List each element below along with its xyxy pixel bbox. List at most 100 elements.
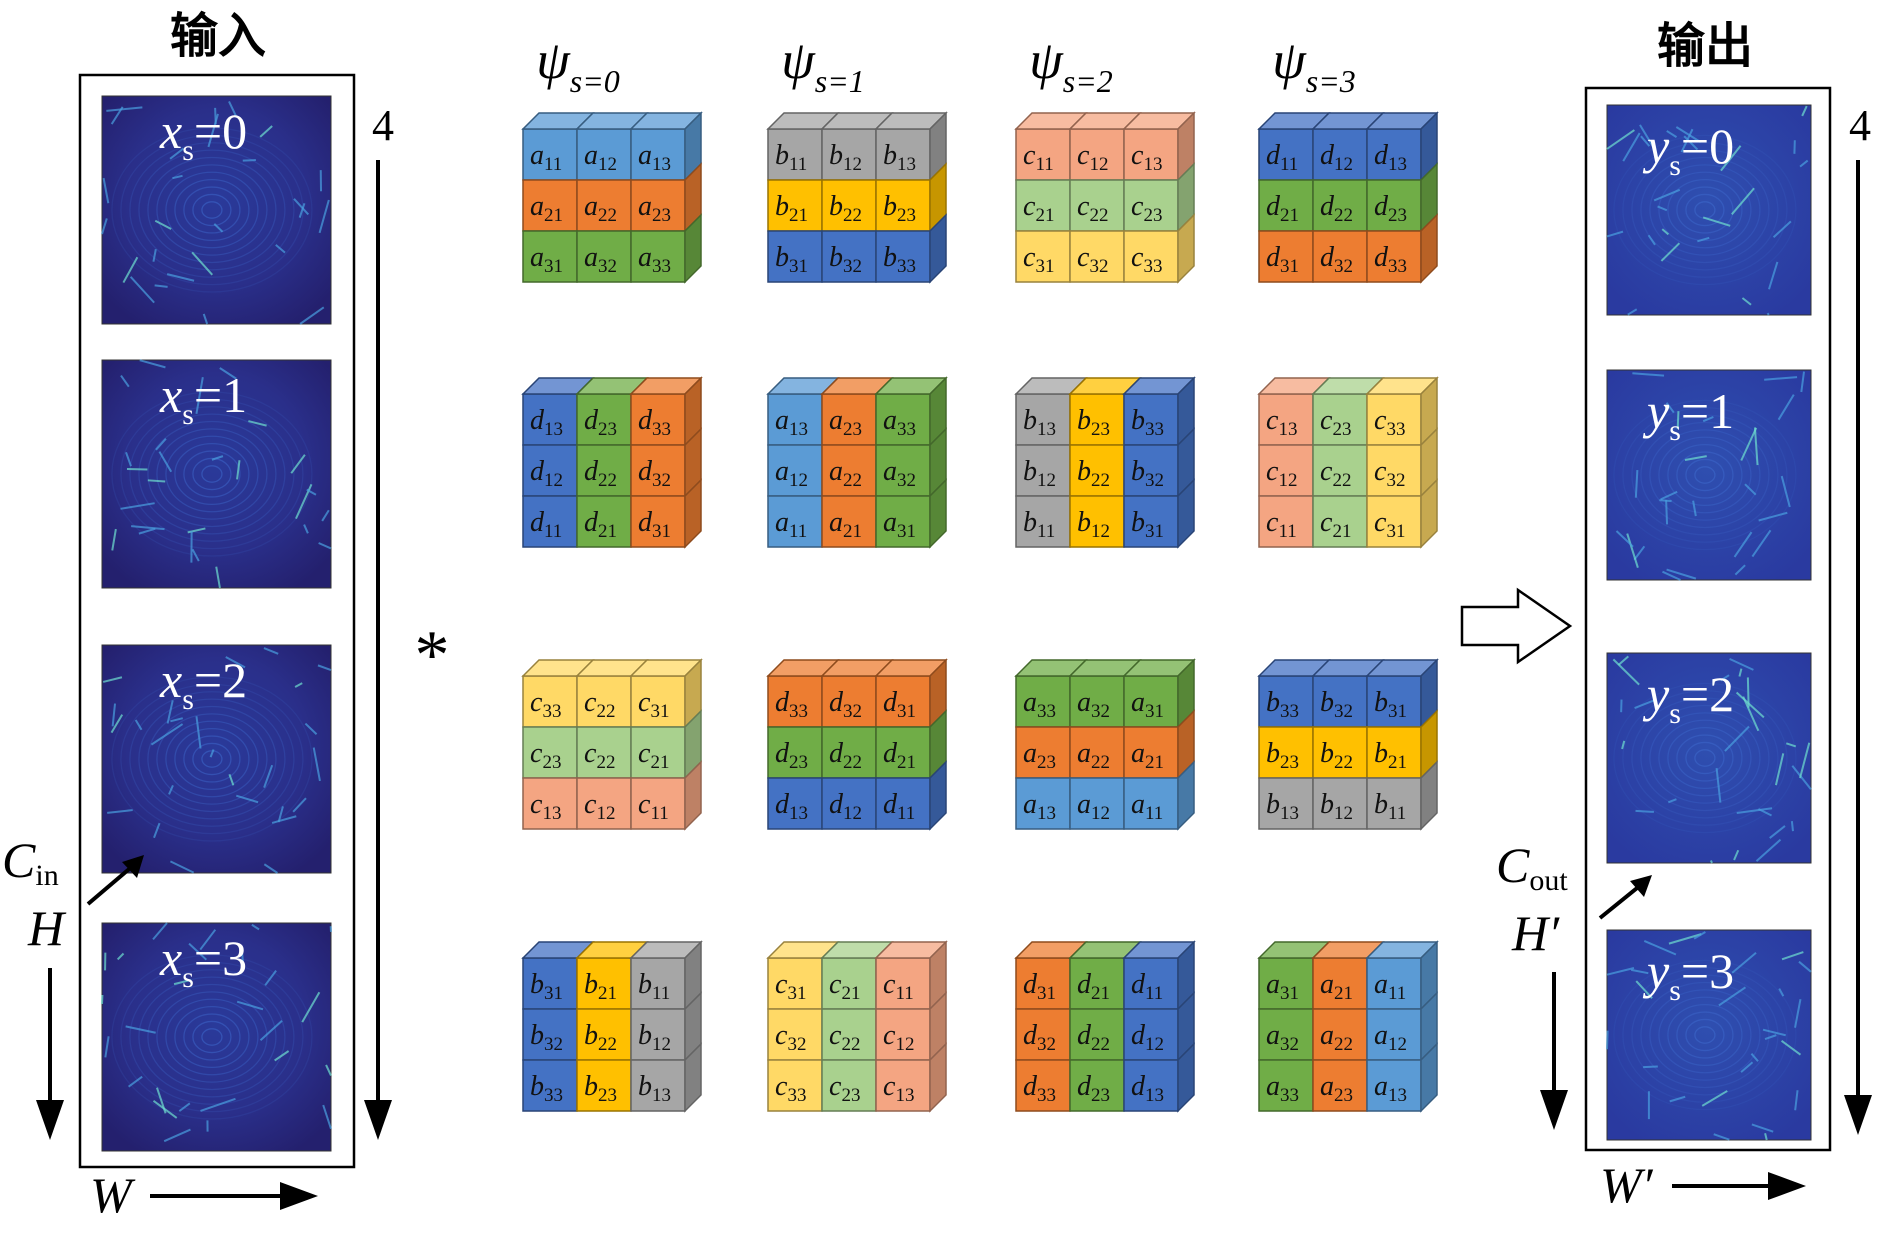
filter-cell-label: d11 (1266, 140, 1298, 175)
filter-cell (1366, 444, 1422, 497)
convolution-operator: * (415, 617, 450, 694)
feature-map-label: xs=2 (159, 652, 247, 716)
input-frame (78, 73, 356, 1169)
filter-cell-label: a11 (530, 140, 562, 175)
filter-cell (767, 1008, 823, 1061)
filter-cell-label: d22 (1320, 191, 1353, 226)
filter-cell-label: b33 (1266, 687, 1299, 722)
filter-cell (821, 726, 877, 779)
filter-cell-label: c22 (1077, 191, 1108, 226)
filter-cell-label: b32 (829, 242, 862, 277)
filter-cell-label: b23 (883, 191, 916, 226)
w-prime-arrowhead (1768, 1172, 1806, 1200)
filter-cell (576, 777, 632, 830)
cin-label: Cin (2, 832, 59, 892)
filter-cell-label: a31 (1131, 687, 1164, 722)
filter-cell (1366, 675, 1422, 728)
filter-cell-label: b21 (1374, 738, 1407, 773)
filter-cell (875, 393, 931, 446)
filter-cell-side (1420, 478, 1438, 549)
filter-cell-label: d21 (1077, 969, 1110, 1004)
filter-cell-label: d31 (638, 507, 671, 542)
filter-cell (576, 495, 632, 548)
h-prime-arrowhead (1540, 1090, 1568, 1130)
filter-cell-label: a13 (1023, 789, 1056, 824)
filter-cell-label: b31 (1131, 507, 1164, 542)
feature-map-label: xs=1 (159, 367, 247, 431)
filter-cell-label: a23 (1023, 738, 1056, 773)
filter-cell-label: c11 (638, 789, 669, 824)
filter-cell (1069, 230, 1125, 283)
filter-cell-label: d32 (1320, 242, 1353, 277)
h-arrowhead (36, 1100, 64, 1140)
filter-cell (767, 179, 823, 232)
filter-cell-label: d31 (1266, 242, 1299, 277)
filter-cell (1312, 128, 1368, 181)
filter-cell-label: b33 (530, 1071, 563, 1106)
filter-cell-label: c21 (1320, 507, 1351, 542)
filter-cell-label: b23 (1266, 738, 1299, 773)
filter-cell-label: a33 (1266, 1071, 1299, 1106)
filter-cell (1258, 230, 1314, 283)
filter-cell-label: c12 (1077, 140, 1108, 175)
filter-cell-label: d23 (1077, 1071, 1110, 1106)
filter-cell (1366, 495, 1422, 548)
output-title: 输出 (1657, 18, 1753, 74)
filter-cell-label: c31 (638, 687, 669, 722)
filter-cell-label: b22 (1077, 456, 1110, 491)
feature-map: ys=2 (1606, 652, 1812, 864)
feature-map: ys=0 (1606, 104, 1812, 316)
filter-cell-side (1420, 760, 1438, 831)
filter-cell-label: c13 (1266, 405, 1297, 440)
filter-cell (522, 495, 578, 548)
filter-cell (522, 128, 578, 181)
filter-cell (1258, 777, 1314, 830)
filter-cell-label: d21 (883, 738, 916, 773)
filter-cell-label: c12 (584, 789, 615, 824)
filter-cell (1312, 495, 1368, 548)
filter-cell (767, 444, 823, 497)
filter-cell-label: d33 (1374, 242, 1407, 277)
filter-cell (821, 393, 877, 446)
filter-cell-label: b13 (1023, 405, 1056, 440)
filter-cell (630, 726, 686, 779)
filter-cell (875, 179, 931, 232)
filter-cell-label: b12 (1077, 507, 1110, 542)
filter-cell (767, 777, 823, 830)
filter-cell-label: b11 (1023, 507, 1055, 542)
filter-cell-label: d22 (584, 456, 617, 491)
filter-cell (630, 957, 686, 1010)
filter-cell (1069, 393, 1125, 446)
filter-cell (630, 1008, 686, 1061)
filter-cell-label: a31 (1266, 969, 1299, 1004)
filter-cell-label: a32 (1266, 1020, 1299, 1055)
filter-cell (1015, 777, 1071, 830)
filter-cell-label: d11 (530, 507, 562, 542)
input-count-label: 4 (372, 101, 394, 150)
filter-cell-label: a13 (638, 140, 671, 175)
filter-cell (522, 1059, 578, 1112)
filter-cell-side (1420, 213, 1438, 284)
h-label: H (27, 900, 67, 956)
filter-cell-side (684, 1042, 702, 1113)
filter-cell-label: c11 (1023, 140, 1054, 175)
filter-cell-label: d12 (530, 456, 563, 491)
filter-cell-label: c33 (1131, 242, 1162, 277)
w-label: W (90, 1167, 136, 1223)
filter-cell-side (929, 1042, 947, 1113)
feature-map: xs=2 (101, 644, 332, 874)
filter-cell (1312, 777, 1368, 830)
filter-cell-label: b12 (1320, 789, 1353, 824)
filter-cell-label: a21 (530, 191, 563, 226)
feature-map-label: xs=3 (159, 930, 247, 994)
filter-cell-label: c21 (1023, 191, 1054, 226)
filter-cell (1366, 1059, 1422, 1112)
filter-cell-label: b32 (1131, 456, 1164, 491)
filter-cell-label: c11 (1266, 507, 1297, 542)
